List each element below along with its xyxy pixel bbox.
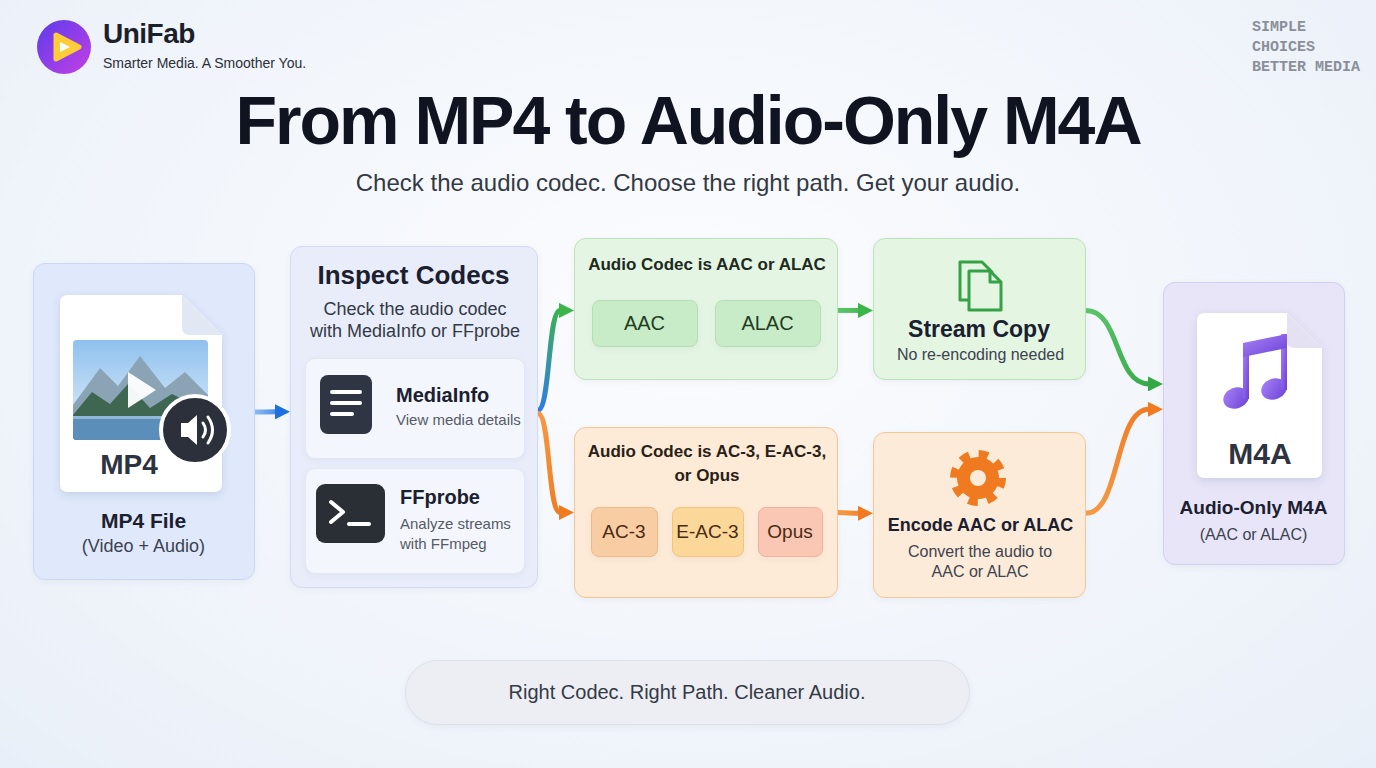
tool-card: FFprobeAnalyze streams with FFmpeg [305, 468, 525, 574]
box-body: No re-encoding needed [878, 345, 1083, 364]
codec-chip: Opus [758, 507, 823, 557]
flow-arrow [838, 510, 859, 516]
box-label: Right Codec. Right Path. Cleaner Audio. [406, 661, 968, 723]
codec-chip: AC-3 [591, 507, 658, 557]
box-body: (Video + Audio) [34, 536, 253, 558]
logo-mark [37, 20, 91, 74]
flow-arrow [838, 308, 859, 313]
box-body: Convert the audio to AAC or ALAC [900, 542, 1060, 582]
box-label: E-AC-3 [673, 508, 742, 555]
process-box: Stream CopyNo re-encoding needed [873, 238, 1086, 380]
codec-chip: E-AC-3 [672, 507, 744, 557]
box-label: AC-3 [592, 508, 656, 555]
box-heading: M4A [1200, 436, 1320, 472]
box-body: View media details [396, 411, 526, 429]
flow-arrow [255, 409, 276, 414]
brand-tagline: Smarter Media. A Smoother You. [103, 55, 363, 72]
codec-group: Audio Codec is AAC or ALAC AAC ALAC [574, 238, 838, 380]
box-body: Analyze streams with FFmpeg [400, 514, 520, 554]
flow-arrow [538, 414, 560, 513]
box-label: AAC [593, 301, 696, 345]
box-label: Audio Codec is AAC or ALAC [579, 255, 835, 275]
box-heading: MP4 [74, 448, 184, 482]
brand-name: UniFab [103, 17, 303, 51]
box-body: Audio-Only M4A [1164, 497, 1343, 520]
box-heading: MediaInfo [396, 383, 524, 407]
flow-arrow [1086, 409, 1149, 513]
box-label: Audio Codec is AC-3, E-AC-3, or Opus [582, 440, 832, 488]
box-body: Check the audio codec with MediaInfo or … [307, 298, 523, 342]
box-label: Opus [759, 508, 821, 555]
box-label: ALAC [716, 301, 819, 345]
flow-arrow [1086, 310, 1149, 383]
inspect-box: Inspect CodecsCheck the audio codec with… [290, 246, 538, 588]
process-box: Encode AAC or ALAC Convert the audio to A… [873, 432, 1086, 598]
tagline-pill: Right Codec. Right Path. Cleaner Audio. [405, 660, 970, 725]
codec-group: Audio Codec is AC-3, E-AC-3, or OpusAC-3… [574, 427, 838, 598]
box-heading: Inspect Codecs [291, 260, 536, 291]
subtitle: Check the audio codec. Choose the right … [38, 169, 1338, 198]
codec-chip: AAC [592, 300, 698, 347]
box-body: (AAC or ALAC) [1164, 525, 1343, 544]
box-heading: Encode AAC or ALAC [878, 515, 1083, 537]
box-heading: FFprobe [400, 485, 520, 509]
codec-chip: ALAC [715, 300, 821, 347]
source-file-box: MP4MP4 File (Video + Audio) [33, 263, 255, 580]
corner-slogan: SIMPLE CHOICES BETTER MEDIA [1252, 18, 1364, 78]
box-body: MP4 File [34, 508, 253, 533]
tool-card: MediaInfoView media details [305, 358, 525, 459]
title: From MP4 to Audio-Only M4A [38, 80, 1338, 162]
output-file-box: M4A Audio-Only M4A (AAC or ALAC) [1163, 282, 1345, 565]
flow-arrow [538, 310, 560, 410]
box-heading: Stream Copy [874, 316, 1084, 344]
